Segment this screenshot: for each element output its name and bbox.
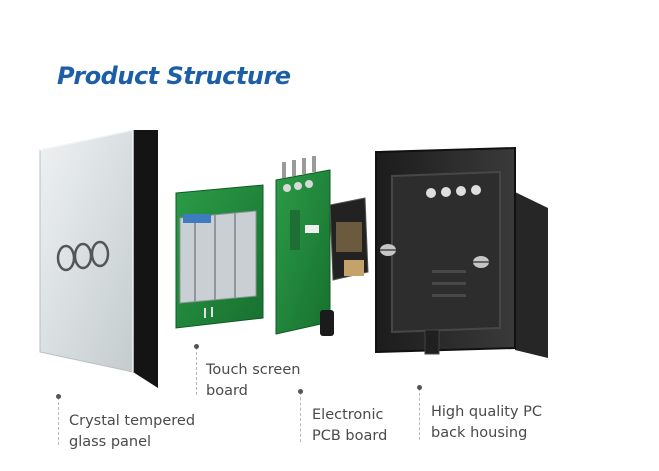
touch-board-leader-line bbox=[196, 347, 198, 395]
touch-screen-board bbox=[175, 184, 264, 329]
glass-panel bbox=[39, 129, 158, 388]
glass-panel-edge bbox=[133, 130, 158, 388]
glass-panel-label: Crystal tempered glass panel bbox=[69, 411, 195, 453]
touch-board-leader-dot bbox=[194, 344, 199, 349]
glass-panel-leader-dot bbox=[56, 394, 61, 399]
pcb-board-label-line-2: PCB board bbox=[312, 428, 388, 444]
back-housing-label-line-2: back housing bbox=[431, 425, 528, 441]
back-housing-leader-line bbox=[419, 388, 421, 440]
back-housing-leader-dot bbox=[417, 385, 422, 390]
glass-panel-leader-line bbox=[58, 397, 60, 445]
touch-board-label: Touch screen board bbox=[206, 360, 300, 402]
page-title: Product Structure bbox=[57, 62, 291, 90]
back-housing-label-line-1: High quality PC bbox=[431, 404, 543, 420]
glass-panel-label-line-2: glass panel bbox=[69, 434, 152, 450]
glass-panel-label-line-1: Crystal tempered bbox=[69, 413, 196, 429]
touch-board-label-line-2: board bbox=[206, 383, 248, 399]
back-housing bbox=[375, 146, 548, 358]
pcb-board-label-line-1: Electronic bbox=[312, 407, 384, 423]
pcb-board-label: Electronic PCB board bbox=[312, 405, 387, 447]
touch-board-label-line-1: Touch screen bbox=[206, 362, 301, 378]
pcb-board bbox=[275, 156, 369, 336]
pcb-board-leader-dot bbox=[298, 389, 303, 394]
back-housing-label: High quality PC back housing bbox=[431, 402, 542, 444]
pcb-board-leader-line bbox=[300, 392, 302, 442]
glass-panel-face bbox=[39, 129, 134, 373]
touch-button-3 bbox=[90, 240, 110, 268]
